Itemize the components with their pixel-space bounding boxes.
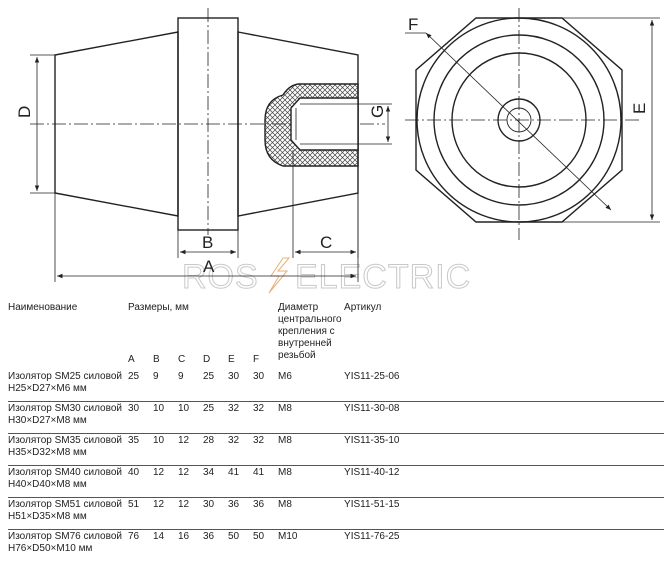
- cell-dim: 10: [153, 401, 178, 434]
- dim-label-c: C: [320, 233, 332, 252]
- table-body: Изолятор SM25 силовой H25×D27×M6 мм 25 9 9 2…: [8, 370, 664, 561]
- cell-dim: 50: [228, 529, 253, 561]
- header-sizes: Размеры, мм: [128, 302, 189, 313]
- cell-dim: 12: [178, 465, 203, 498]
- front-view: [405, 8, 640, 240]
- cell-article: YIS11-40-12: [344, 465, 664, 498]
- cell-name: Изолятор SM30 силовой H30×D27×M8 мм: [8, 401, 128, 434]
- cell-dim: 35: [128, 433, 153, 466]
- cell-dim: 25: [128, 371, 140, 382]
- cell-dim: 30: [228, 371, 240, 382]
- cell-dim: 36: [203, 529, 228, 561]
- header-dim-e: E: [228, 354, 235, 365]
- front-dimensions: [405, 17, 660, 223]
- cell-dim: 16: [178, 529, 203, 561]
- dim-label-d: D: [15, 106, 34, 118]
- cell-dim: 32: [228, 433, 253, 466]
- table-header-row: Наименование Размеры, мм Диаметр централ…: [8, 302, 664, 361]
- cell-name: Изолятор SM51 силовой H51×D35×M8 мм: [8, 497, 128, 530]
- cell-article: YIS11-35-10: [344, 433, 664, 466]
- header-dim-c: C: [178, 354, 186, 365]
- cell-name: Изолятор SM40 силовой H40×D40×M8 мм: [8, 465, 128, 498]
- cell-thread: M8: [278, 465, 345, 498]
- cell-dim: 32: [253, 433, 279, 466]
- cell-dim: 51: [128, 497, 153, 530]
- cell-dim: 30: [128, 401, 153, 434]
- cell-dim: 50: [253, 529, 279, 561]
- technical-drawing: ROS ELECTRIC: [15, 8, 660, 297]
- cell-thread: M8: [278, 401, 345, 434]
- dim-label-g: G: [368, 105, 387, 118]
- cell-thread: M8: [278, 497, 345, 530]
- header-name: Наименование: [8, 302, 78, 313]
- cell-dim: 41: [253, 465, 279, 498]
- watermark-electric: ELECTRIC: [295, 258, 471, 296]
- watermark-ros: ROS: [182, 258, 259, 296]
- cell-thread: M6: [278, 371, 292, 382]
- dim-label-b: B: [202, 233, 213, 252]
- dim-label-a: A: [203, 257, 215, 276]
- lightning-icon: [268, 257, 291, 294]
- header-article: Артикул: [344, 302, 382, 313]
- cell-dim: 10: [178, 401, 203, 434]
- header-dim-a: A: [128, 354, 135, 365]
- cell-dim: 34: [203, 465, 228, 498]
- cell-dim: 36: [253, 497, 279, 530]
- header-dim-f: F: [253, 354, 260, 365]
- cell-dim: 9: [178, 371, 184, 382]
- side-view: [30, 8, 385, 235]
- cell-dim: 12: [178, 433, 203, 466]
- table-subheader-row: A B C D E F: [8, 346, 664, 370]
- dim-label-e: E: [630, 103, 649, 114]
- cell-dim: 12: [153, 497, 178, 530]
- cell-dim: 28: [203, 433, 228, 466]
- cell-article: YIS11-51-15: [344, 497, 664, 530]
- cell-dim: 30: [203, 497, 228, 530]
- dim-label-f: F: [408, 15, 418, 34]
- cell-dim: 32: [228, 401, 253, 434]
- cell-article: YIS11-25-06: [344, 371, 400, 382]
- cell-dim: 41: [228, 465, 253, 498]
- cell-dim: 36: [228, 497, 253, 530]
- cell-dim: 12: [178, 497, 203, 530]
- cell-dim: 25: [203, 371, 215, 382]
- cell-article: YIS11-30-08: [344, 401, 664, 434]
- cell-dim: 10: [153, 433, 178, 466]
- cell-dim: 40: [128, 465, 153, 498]
- side-dimensions: [30, 54, 392, 282]
- spec-table: Наименование Размеры, мм Диаметр централ…: [8, 302, 664, 561]
- cell-thread: M8: [278, 433, 345, 466]
- cell-dim: 9: [153, 371, 159, 382]
- cell-dim: 32: [253, 401, 279, 434]
- header-thread: Диаметр центрального крепления с внутрен…: [278, 302, 342, 361]
- cell-dim: 25: [203, 401, 228, 434]
- cell-dim: 76: [128, 529, 153, 561]
- header-dim-b: B: [153, 354, 160, 365]
- table-row: Изолятор SM25 силовой H25×D27×M6 мм 25 9 9 2…: [8, 370, 664, 402]
- header-dim-d: D: [203, 354, 211, 365]
- cell-name: Изолятор SM76 силовой H76×D50×M10 мм: [8, 529, 128, 561]
- cell-name: Изолятор SM35 силовой H35×D32×M8 мм: [8, 433, 128, 466]
- cell-name: Изолятор SM25 силовой H25×D27×M6 мм: [8, 371, 122, 394]
- cell-article: YIS11-76-25: [344, 529, 664, 561]
- watermark: ROS ELECTRIC: [182, 257, 471, 297]
- cell-dim: 30: [253, 371, 265, 382]
- cell-thread: M10: [278, 529, 345, 561]
- cell-dim: 14: [153, 529, 178, 561]
- cell-dim: 12: [153, 465, 178, 498]
